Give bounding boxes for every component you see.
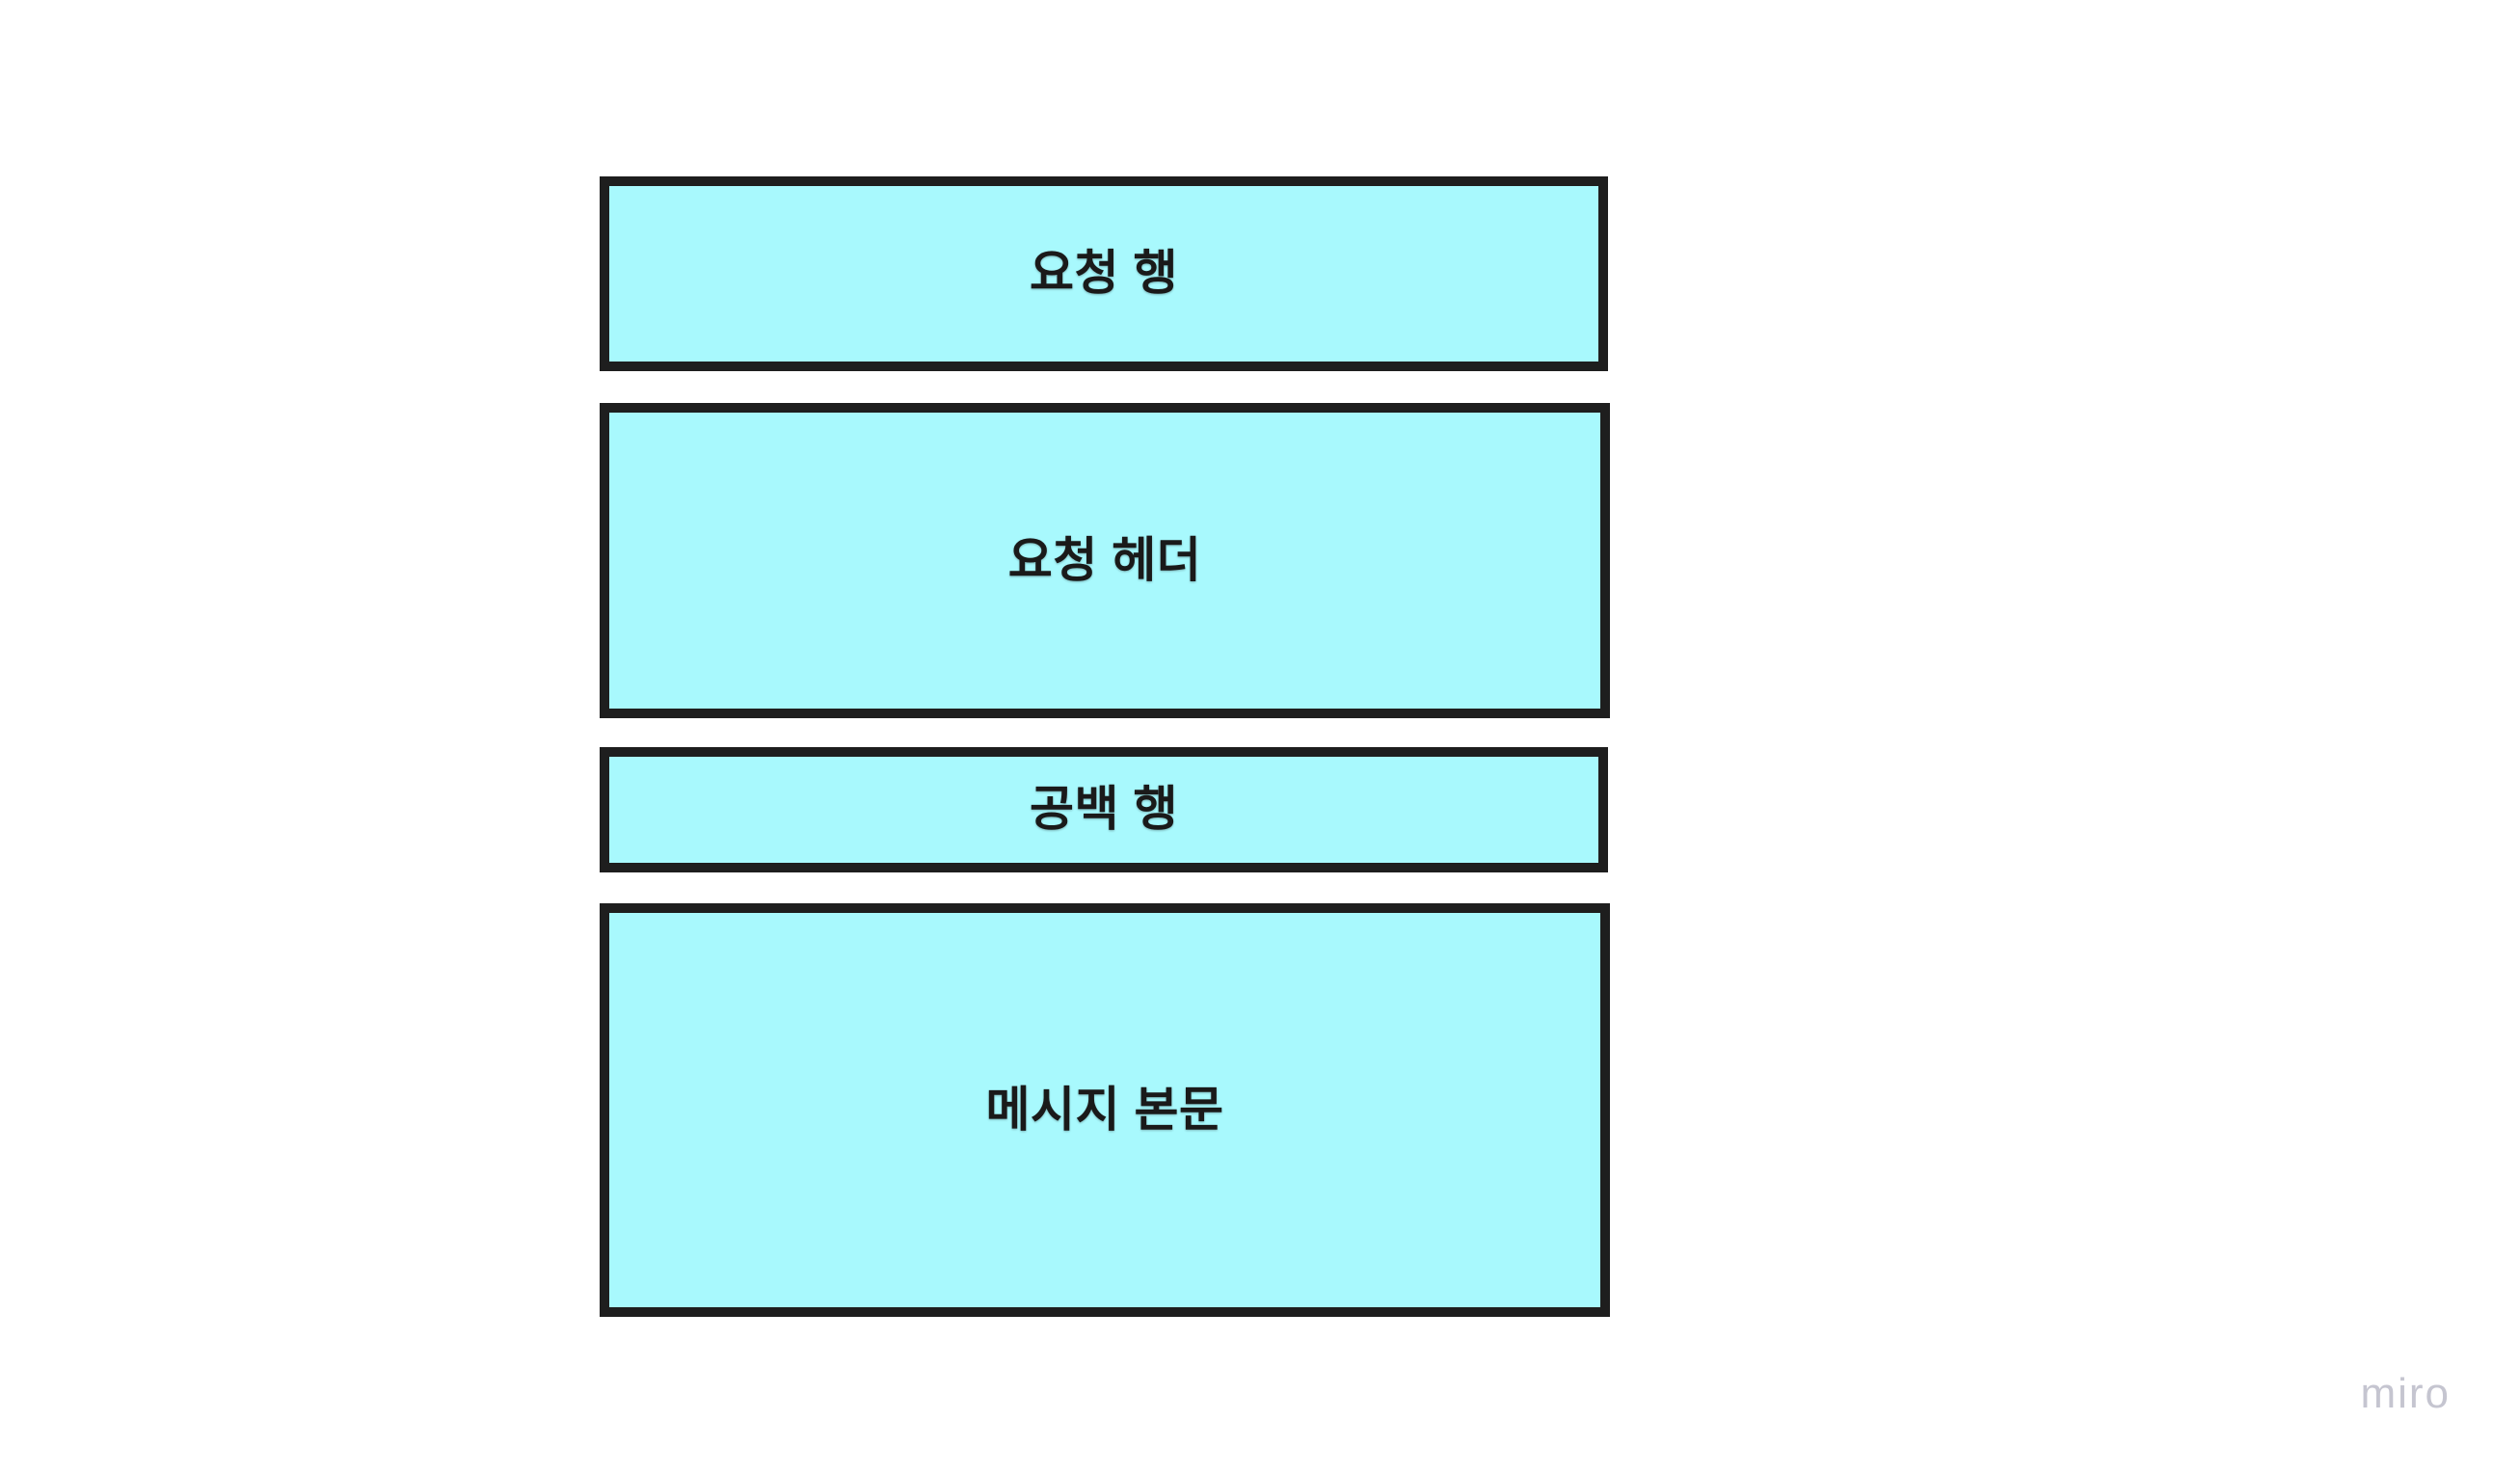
block-message-body-label: 메시지 본문 xyxy=(985,1082,1224,1137)
block-message-body[interactable]: 메시지 본문 xyxy=(600,903,1610,1317)
miro-watermark: miro xyxy=(2360,1370,2451,1417)
block-request-line-label: 요청 행 xyxy=(1030,246,1178,301)
block-request-line[interactable]: 요청 행 xyxy=(600,176,1608,371)
block-blank-line-label: 공백 행 xyxy=(1030,782,1178,837)
block-request-header[interactable]: 요청 헤더 xyxy=(600,403,1610,718)
block-request-header-label: 요청 헤더 xyxy=(1007,532,1202,587)
block-blank-line[interactable]: 공백 행 xyxy=(600,747,1608,872)
